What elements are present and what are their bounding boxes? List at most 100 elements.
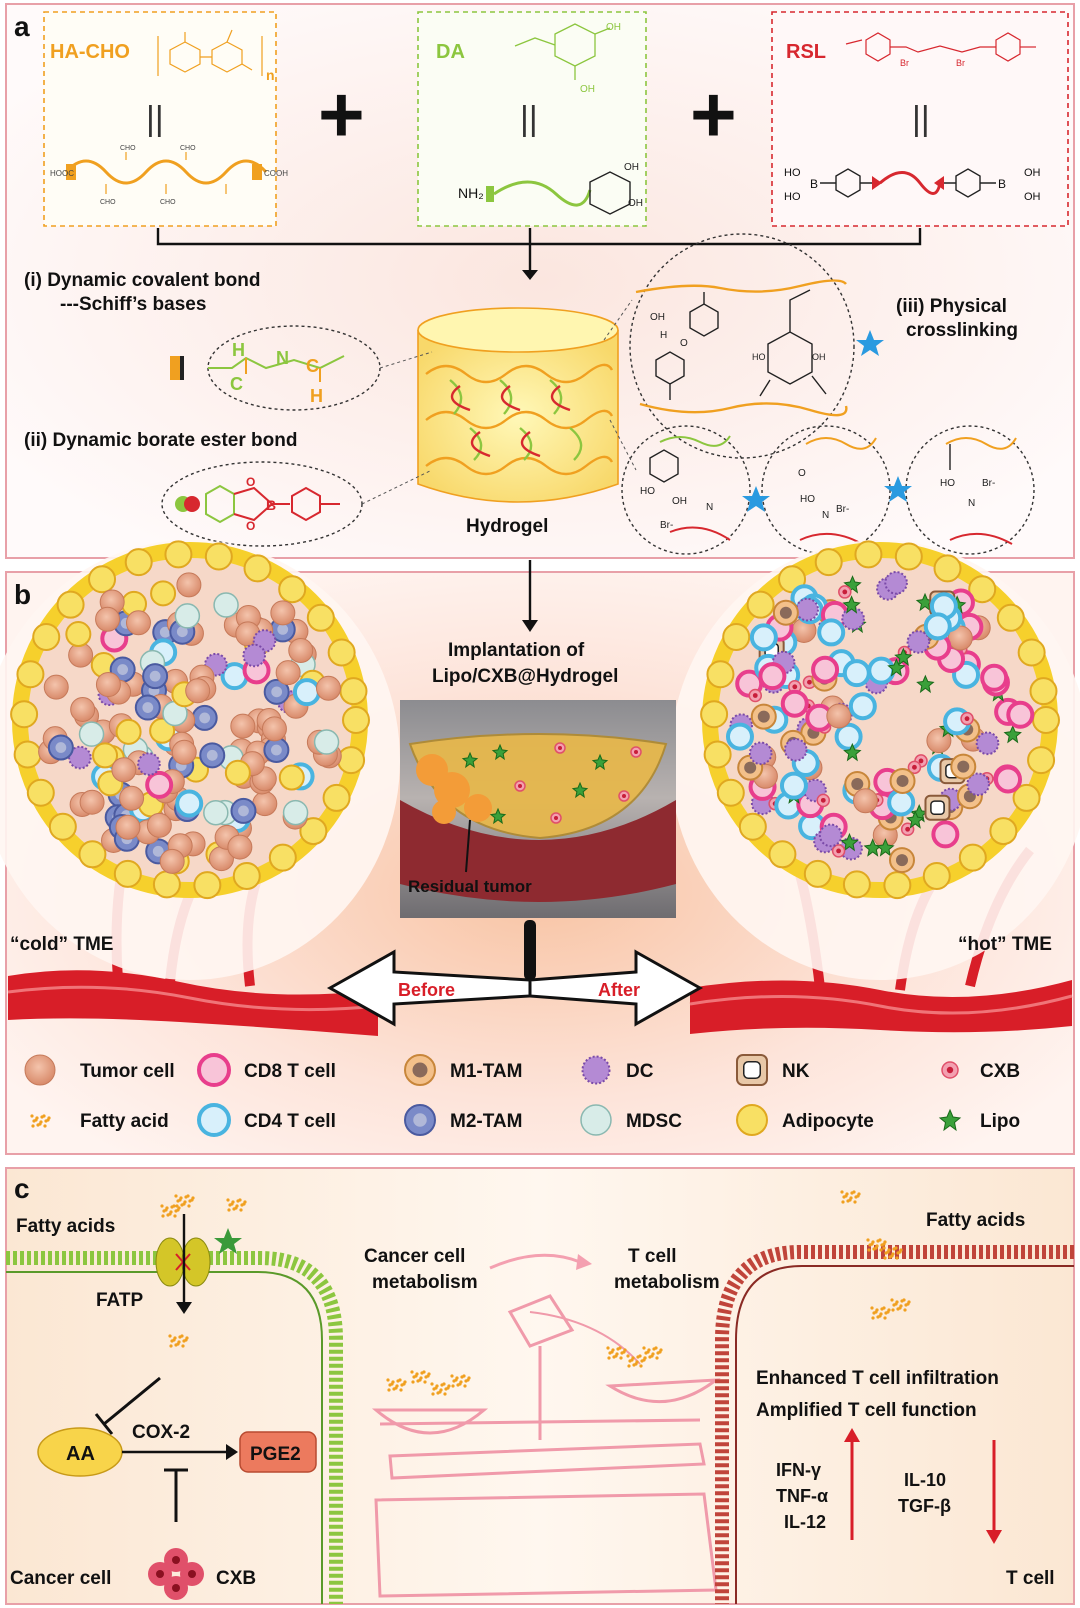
legend-label: Fatty acid bbox=[80, 1111, 169, 1132]
adipocyte bbox=[88, 565, 117, 594]
cd4-t-cell bbox=[292, 678, 321, 707]
down-arrow-head bbox=[986, 1530, 1002, 1544]
fatty-acid-dot bbox=[840, 1190, 844, 1194]
aa-label: AA bbox=[66, 1443, 95, 1465]
fatty-acid-dot bbox=[43, 1124, 47, 1128]
adipocyte bbox=[164, 540, 193, 569]
amplified-function: Amplified T cell function bbox=[756, 1400, 977, 1421]
fatty-acid-dot bbox=[606, 1346, 610, 1350]
bond-i-title: (i) Dynamic covalent bond bbox=[24, 270, 260, 291]
fatty-acid-dot bbox=[898, 1306, 902, 1310]
hacho-n: n bbox=[266, 67, 275, 83]
rsl-backbone bbox=[820, 168, 996, 198]
fatty-acid-dot bbox=[230, 1202, 234, 1206]
tumor-cell bbox=[125, 610, 151, 636]
fatty-acid-dot bbox=[182, 1202, 186, 1206]
legend-label: CD8 T cell bbox=[244, 1061, 336, 1082]
tumor-cell bbox=[43, 674, 69, 700]
fatty-acid-dot bbox=[866, 1238, 870, 1242]
interaction-structures bbox=[649, 435, 1017, 545]
adipocyte bbox=[746, 590, 775, 619]
fatty-acid-dot bbox=[30, 1114, 34, 1118]
hacho-end-left bbox=[66, 164, 76, 180]
m2-tam-nucleus bbox=[238, 805, 249, 817]
fatty-acid-dot bbox=[853, 1200, 857, 1204]
fatty-acid-dot bbox=[394, 1386, 398, 1390]
fatty-acid-dot bbox=[172, 1338, 176, 1342]
tumor-cell bbox=[70, 696, 96, 722]
rsl-structure bbox=[845, 32, 1036, 62]
fatty-acid-dot bbox=[883, 1256, 887, 1260]
fatty-acid-dot bbox=[856, 1194, 860, 1198]
bond-i-node bbox=[170, 356, 180, 380]
dc-cell bbox=[748, 741, 773, 766]
fatty-acid-dot bbox=[402, 1382, 406, 1386]
dc-cell bbox=[581, 1055, 611, 1085]
bond-iii-oh-1: OH bbox=[650, 312, 665, 323]
hacho-end-right bbox=[252, 164, 262, 180]
adipocyte bbox=[16, 660, 45, 689]
m1-tam-nucleus bbox=[895, 854, 908, 867]
interaction-ho-2: HO bbox=[800, 494, 815, 505]
cd4-t-cell bbox=[842, 659, 871, 688]
vessel-left-highlight bbox=[7, 985, 379, 1012]
nk-nucleus bbox=[743, 1061, 761, 1079]
after-arrow bbox=[528, 949, 704, 1027]
dc-cell bbox=[818, 823, 843, 848]
fatty-acid-dot bbox=[176, 1342, 180, 1346]
fatty-acid-dot bbox=[906, 1302, 910, 1306]
bond-ii-ester bbox=[233, 486, 290, 522]
da-structure bbox=[514, 23, 611, 80]
up-cytokine-3: IL-12 bbox=[784, 1512, 826, 1532]
fatty-acid-dot bbox=[894, 1246, 898, 1250]
panel-a-label: a bbox=[14, 11, 30, 42]
fatty-acid-dot bbox=[610, 1350, 614, 1354]
lipo-star bbox=[1003, 724, 1022, 744]
adipocyte bbox=[278, 575, 307, 604]
adipocyte bbox=[1012, 783, 1041, 812]
fatty-acid-dot bbox=[173, 1214, 177, 1218]
fatty-acid-dot bbox=[634, 1362, 638, 1366]
cancer-cell-label: Cancer cell bbox=[10, 1568, 111, 1589]
dc-cell bbox=[975, 731, 1000, 756]
bond-iii-star bbox=[856, 330, 884, 356]
fatty-acid-dot bbox=[844, 1194, 848, 1198]
fatty-acid-dot bbox=[454, 1378, 458, 1382]
da-end bbox=[486, 186, 494, 202]
adipocyte bbox=[342, 706, 370, 734]
lipo-star bbox=[887, 658, 906, 677]
hacho-label: HA-CHO bbox=[50, 41, 130, 63]
mdsc-cell bbox=[282, 799, 309, 826]
fatty-acid-dot bbox=[852, 1190, 856, 1194]
after-label: After bbox=[598, 980, 640, 1000]
rsl-b-right: B bbox=[998, 177, 1006, 191]
bond-iii-title: (iii) Physical bbox=[896, 296, 1007, 317]
fatty-acid-dot bbox=[422, 1370, 426, 1374]
adipocyte bbox=[337, 746, 366, 775]
fatty-acid-dot bbox=[867, 1248, 871, 1252]
vessel-right-highlight bbox=[689, 994, 1073, 1015]
cxb-core bbox=[905, 826, 911, 832]
fatp-label: FATP bbox=[96, 1290, 143, 1311]
fatty-acid-dot bbox=[879, 1248, 883, 1252]
bond-i-h2: H bbox=[310, 386, 323, 406]
arrow-a-to-b-head bbox=[522, 620, 538, 632]
rsl-oh-2: OH bbox=[1024, 191, 1041, 203]
adipocyte bbox=[13, 740, 42, 769]
fatty-acid-dot bbox=[438, 1390, 442, 1394]
tumor-cell bbox=[288, 638, 314, 664]
fatty-acid-dot bbox=[458, 1382, 462, 1386]
m2-tam-nucleus bbox=[199, 712, 211, 724]
adipocyte bbox=[958, 843, 987, 872]
fatty-acid-dot bbox=[607, 1356, 611, 1360]
tumor-cell bbox=[261, 716, 287, 742]
fatty-acid-dot bbox=[841, 1200, 845, 1204]
fatty-acid-dot bbox=[174, 1194, 178, 1198]
fatty-acid-dot bbox=[34, 1118, 38, 1122]
fatty-acid-dot bbox=[902, 1298, 906, 1302]
cd4-t-cell bbox=[749, 623, 778, 652]
tumor-cell bbox=[95, 672, 121, 698]
tcell-label: T cell bbox=[1006, 1568, 1055, 1589]
adipocyte bbox=[716, 778, 745, 807]
bond-i-sub: ---Schiff’s bases bbox=[60, 294, 206, 315]
